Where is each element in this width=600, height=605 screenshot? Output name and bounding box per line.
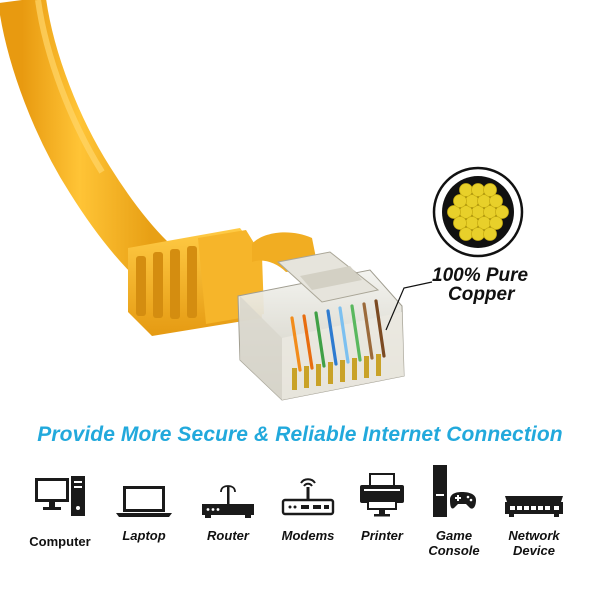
device-router: Router (188, 462, 268, 582)
callout-line1: 100% Pure (432, 265, 529, 286)
callout-line2: Copper (448, 284, 515, 305)
device-label-line1: Network (508, 528, 560, 543)
device-label-line2: Console (428, 543, 480, 558)
compatible-devices: Computer Laptop (0, 462, 600, 582)
device-label: Router (207, 528, 249, 543)
device-printer: Printer (342, 462, 422, 582)
device-game-console: Game Console (414, 462, 494, 582)
device-label: Laptop (122, 528, 166, 543)
modem-icon (268, 462, 348, 518)
device-laptop: Laptop (104, 462, 184, 582)
device-label: Network Device (484, 528, 584, 558)
game-console-icon (414, 462, 494, 518)
device-label: Game Console (404, 528, 504, 558)
cable (0, 0, 168, 275)
copper-callout: 100% Pure Copper (432, 266, 562, 304)
router-icon (188, 462, 268, 518)
laptop-icon (104, 462, 184, 518)
network-device-icon (494, 462, 574, 518)
device-label: Modems (281, 528, 335, 543)
device-computer: Computer (20, 462, 100, 582)
tagline: Provide More Secure & Reliable Internet … (37, 423, 563, 446)
device-label-line1: Game (435, 528, 473, 543)
callout-line (385, 281, 433, 331)
copper-crosssection-icon (432, 166, 524, 258)
device-label: Computer (29, 534, 91, 549)
device-network: Network Device (494, 462, 574, 582)
computer-icon (20, 462, 100, 518)
printer-icon (342, 462, 422, 518)
device-label-line2: Device (513, 543, 555, 558)
device-modem: Modems (268, 462, 348, 582)
rj45-connector (237, 251, 405, 401)
device-label: Printer (361, 528, 403, 543)
